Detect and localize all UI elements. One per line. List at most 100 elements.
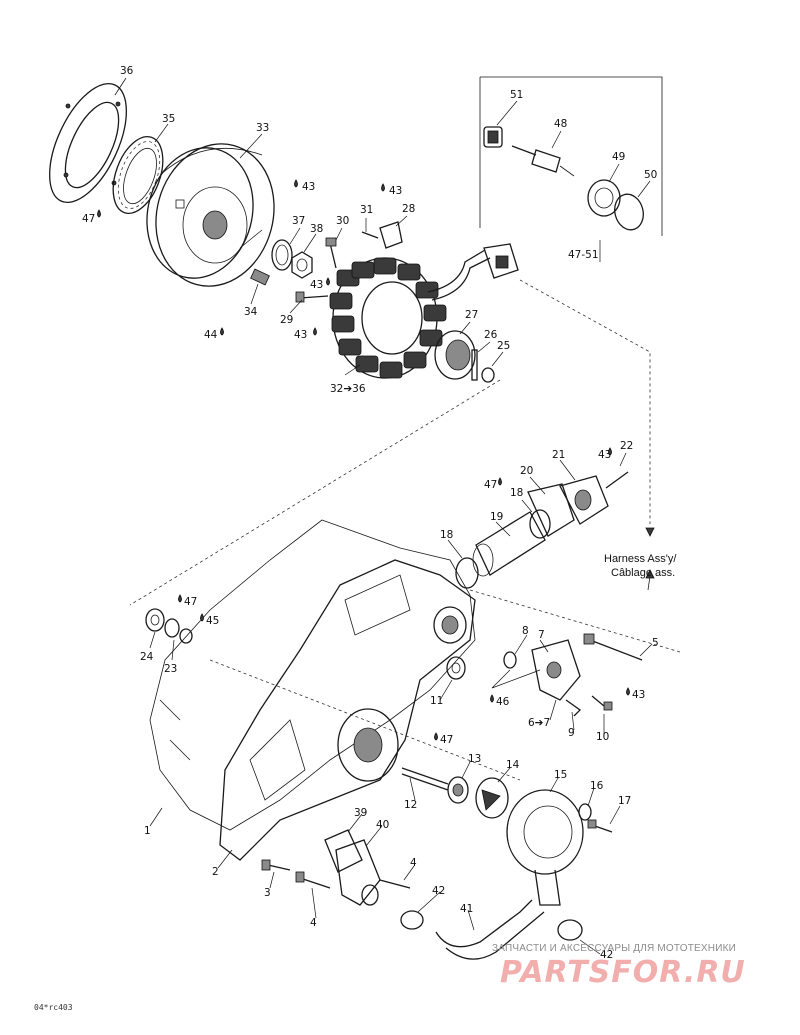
part-40-thermostat-housing (335, 839, 381, 906)
label-40: 40 (376, 819, 389, 831)
label-48: 48 (554, 118, 567, 130)
label-18-a: 18 (510, 487, 523, 499)
label-21: 21 (552, 449, 565, 461)
part-51-cap (483, 126, 503, 148)
part-32-stator (329, 249, 491, 379)
label-9: 9 (568, 727, 575, 739)
part-50-oring (614, 193, 644, 231)
drop-icon (326, 277, 330, 286)
label-25: 25 (497, 340, 510, 352)
label-23: 23 (164, 663, 177, 675)
part-35-bearing (112, 136, 164, 214)
part-23-seal (164, 618, 193, 644)
label-26: 26 (484, 329, 498, 341)
drop-icon (97, 209, 101, 218)
label-51: 51 (510, 89, 523, 101)
label-37: 37 (292, 215, 305, 227)
drop-icon (490, 694, 494, 703)
label-24: 24 (140, 651, 154, 663)
label-4-b: 4 (310, 917, 317, 929)
part-18-seal (455, 509, 551, 589)
drop-icon (498, 477, 502, 486)
label-19: 19 (490, 511, 503, 523)
part-9-clip (565, 699, 582, 717)
label-30: 30 (336, 215, 349, 227)
label-46: 46 (496, 696, 510, 708)
part-13-bearing (447, 776, 469, 804)
label-44: 44 (204, 329, 218, 341)
part-48-terminal (511, 145, 575, 177)
drop-icon (220, 327, 224, 336)
label-49: 49 (612, 151, 625, 163)
part-5-bolt (583, 633, 643, 661)
part-19-housing (472, 511, 546, 577)
label-42-a: 42 (432, 885, 445, 897)
drop-icon (294, 179, 298, 188)
drop-icon (200, 613, 204, 622)
drop-icon (381, 183, 385, 192)
leader-lines (114, 77, 653, 955)
label-47-a: 47 (82, 213, 95, 225)
part-33-flywheel (146, 143, 275, 287)
label-20: 20 (520, 465, 533, 477)
label-10: 10 (596, 731, 609, 743)
label-29: 29 (280, 314, 293, 326)
part-8-oring (503, 651, 517, 669)
label-22: 22 (620, 440, 633, 452)
part-29-screw (295, 291, 329, 303)
label-36: 36 (120, 65, 134, 77)
harness-label-en: Harness Ass'y/ (604, 553, 677, 565)
drop-icons (97, 179, 630, 741)
part-37-seal (271, 239, 293, 271)
label-5: 5 (652, 637, 659, 649)
label-43-a: 43 (302, 181, 315, 193)
reference-lines (129, 279, 681, 781)
part-10-screw (591, 695, 613, 711)
label-18-b: 18 (440, 529, 453, 541)
part-34-bolt (250, 268, 270, 286)
part-3-bolt (261, 859, 291, 871)
part-30-screw (325, 237, 337, 269)
connector-assembly (483, 243, 519, 279)
label-17: 17 (618, 795, 631, 807)
label-32-36: 32➔36 (330, 383, 366, 395)
label-4-a: 4 (410, 857, 417, 869)
part-22-bolt (605, 471, 629, 489)
label-43-f: 43 (632, 689, 645, 701)
part-41-hose (435, 899, 545, 960)
part-12-shaft (401, 767, 449, 791)
label-15: 15 (554, 769, 567, 781)
part-14-impeller (475, 777, 509, 819)
drop-icon (626, 687, 630, 696)
part-25-nut (481, 367, 495, 383)
part-labels: 36 35 33 47 43 43 31 28 37 30 38 43 34 2… (82, 65, 677, 961)
part-20-gasket (527, 483, 575, 537)
label-27: 27 (465, 309, 478, 321)
harness-label-fr: Câblage ass. (611, 567, 675, 579)
part-26-pin (471, 349, 478, 381)
label-2: 2 (212, 866, 219, 878)
inset-box-47-51 (479, 76, 663, 236)
drop-icon (608, 447, 612, 456)
part-17-bolt (587, 819, 613, 833)
label-11: 11 (430, 695, 443, 707)
label-43-d: 43 (294, 329, 307, 341)
label-33: 33 (256, 122, 269, 134)
part-39-gasket (324, 829, 363, 873)
part-49-grommet (587, 179, 621, 217)
part-15-pump-housing (506, 789, 584, 906)
watermark-tagline: ЗАПЧАСТИ И АКСЕССУАРЫ ДЛЯ МОТОТЕХНИКИ (492, 943, 737, 954)
part-31-clip (361, 231, 379, 239)
part-2-crankcase-cover (219, 559, 476, 861)
label-35: 35 (162, 113, 175, 125)
label-42-b: 42 (600, 949, 613, 961)
part-36-ring (48, 82, 128, 204)
label-28: 28 (402, 203, 415, 215)
label-3: 3 (264, 887, 271, 899)
part-6-sensor (531, 639, 581, 701)
part-27-wheel (434, 330, 476, 380)
label-39: 39 (354, 807, 367, 819)
label-16: 16 (590, 780, 604, 792)
watermark-logo: PARTSFOR.RU (500, 955, 746, 990)
label-31: 31 (360, 204, 373, 216)
